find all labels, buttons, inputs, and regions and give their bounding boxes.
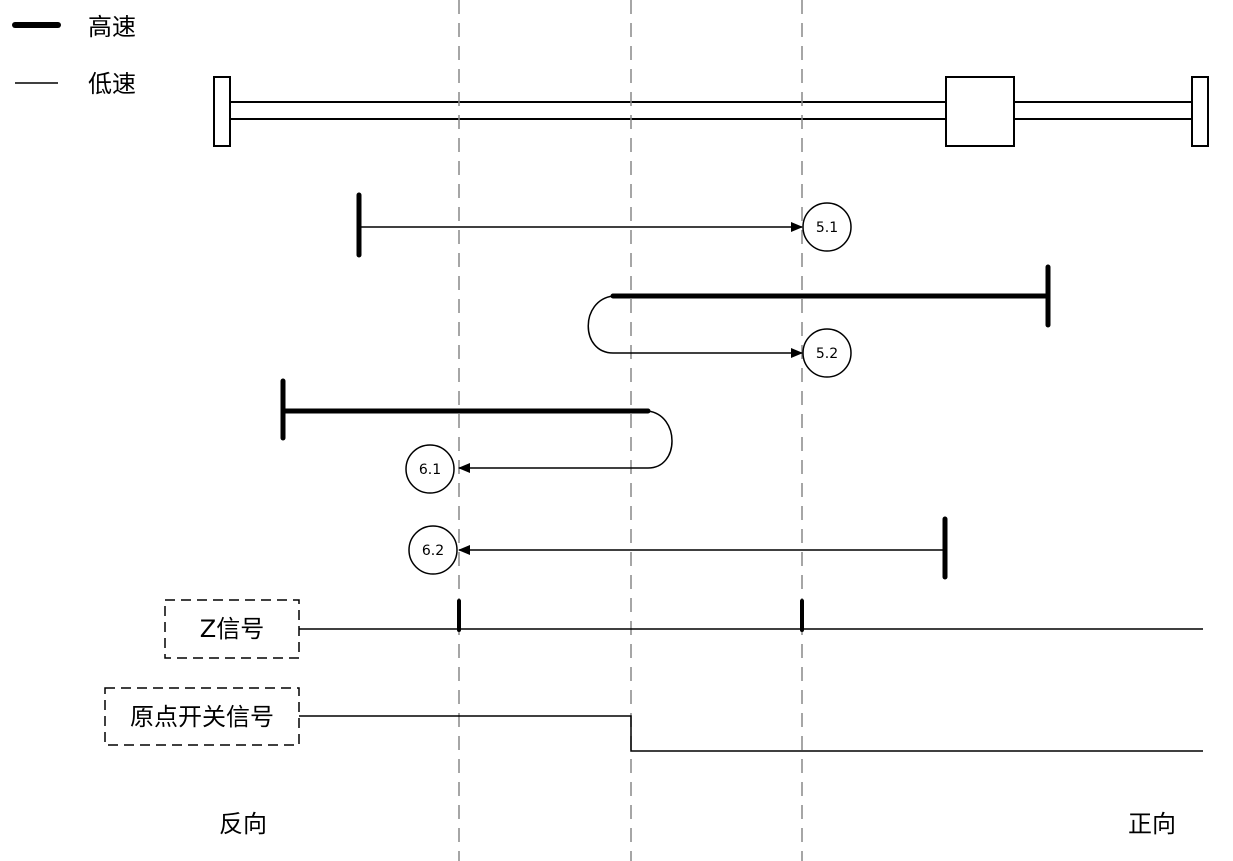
step-badge-6-2 — [408, 525, 458, 575]
direction-reverse-label: 反向 — [219, 810, 267, 838]
step-badge-6-1 — [405, 444, 455, 494]
home-switch-label-box — [104, 687, 300, 746]
step-label-6-2: 6.2 — [422, 543, 444, 559]
carriage — [945, 76, 1015, 147]
z-signal-row: Z信号 — [164, 599, 1203, 659]
z-signal-label-box — [164, 599, 300, 659]
direction-forward-label: 正向 — [1128, 810, 1176, 838]
reverse-curve-5-2 — [587, 295, 614, 354]
step-label-5-1: 5.1 — [816, 220, 838, 236]
home-switch-label: 原点开关信号 — [130, 703, 274, 731]
left-limit-stop — [213, 76, 231, 147]
step-label-6-1: 6.1 — [419, 462, 441, 478]
path-5-2: 5.2 — [587, 264, 1051, 378]
step-label-5-2: 5.2 — [816, 346, 838, 362]
path-6-1: 6.1 — [280, 378, 673, 494]
path-5-1: 5.1 — [356, 192, 852, 258]
home-switch-row: 原点开关信号 — [104, 687, 1203, 752]
home-switch-waveform — [299, 715, 1203, 752]
right-limit-stop — [1191, 76, 1209, 147]
legend: 高速 低速 — [12, 13, 136, 98]
step-badge-5-1 — [802, 202, 852, 252]
legend-low-speed-label: 低速 — [88, 70, 136, 98]
step-badge-5-2 — [802, 328, 852, 378]
reverse-curve-6-1 — [647, 410, 673, 469]
legend-high-speed-label: 高速 — [88, 13, 136, 41]
path-6-2: 6.2 — [408, 516, 948, 580]
rail-assembly — [213, 76, 1209, 147]
z-signal-label: Z信号 — [200, 615, 264, 643]
